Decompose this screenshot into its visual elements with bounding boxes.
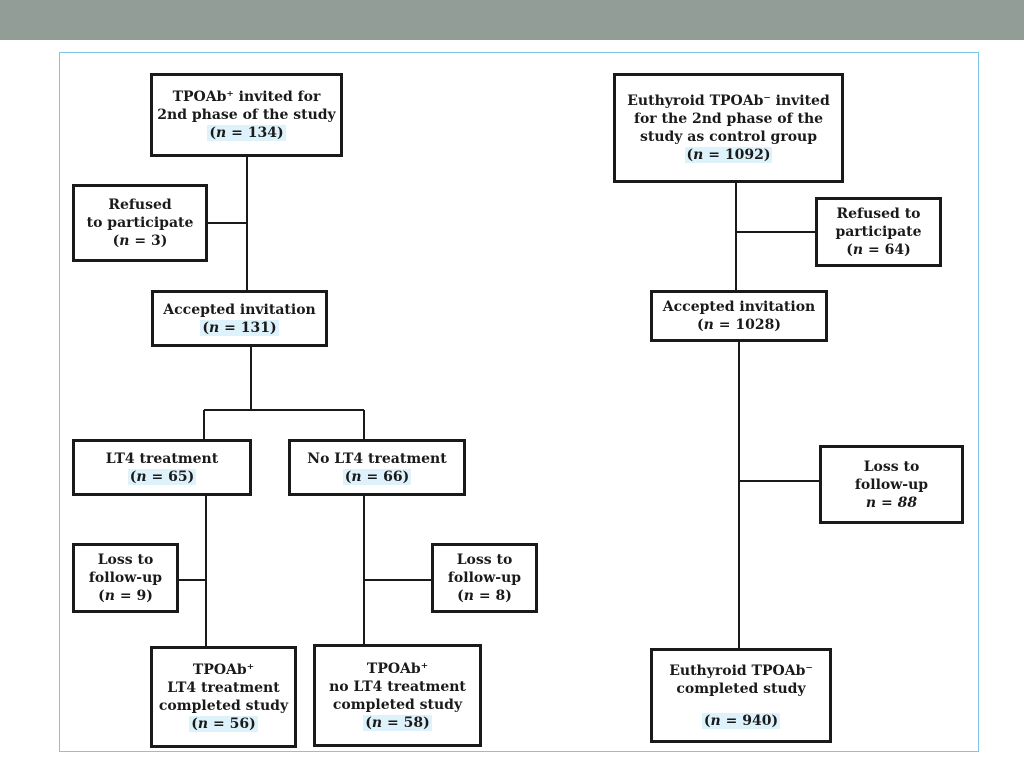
node-completed-euthyroid: Euthyroid TPOAb⁻ completed study (n = 94… <box>650 648 832 743</box>
node-line: Euthyroid TPOAb⁻ invited <box>627 93 830 109</box>
node-completed-no-lt4: TPOAb⁺ no LT4 treatment completed study … <box>313 644 482 747</box>
node-count: (n = 1092) <box>684 147 773 163</box>
node-count: n = 88 <box>865 494 918 511</box>
node-lt4-treatment: LT4 treatment (n = 65) <box>72 439 252 496</box>
node-refused-left: Refused to participate (n = 3) <box>72 184 208 262</box>
node-line: completed study <box>676 680 806 697</box>
node-line: Loss to <box>863 458 920 475</box>
node-tpoab-invited: TPOAb⁺ invited for 2nd phase of the stud… <box>150 73 343 157</box>
node-count: (n = 9) <box>98 588 153 604</box>
slide-top-bar <box>0 0 1024 40</box>
node-loss-right: Loss to follow-up n = 88 <box>819 445 964 524</box>
node-line: completed study <box>158 698 289 714</box>
node-no-lt4-treatment: No LT4 treatment (n = 66) <box>288 439 466 496</box>
node-line: Refused to <box>836 206 921 222</box>
node-count: (n = 8) <box>457 588 512 604</box>
node-refused-right: Refused to participate (n = 64) <box>815 197 942 267</box>
node-loss-left: Loss to follow-up (n = 9) <box>72 543 179 613</box>
node-count: (n = 134) <box>207 125 286 141</box>
node-line: TPOAb⁺ <box>192 662 255 678</box>
node-line: TPOAb⁺ <box>366 660 429 677</box>
node-line: Accepted invitation <box>662 299 816 315</box>
node-accepted-right: Accepted invitation (n = 1028) <box>650 290 828 342</box>
node-line: follow-up <box>854 476 929 493</box>
node-line: 2nd phase of the study <box>157 107 336 123</box>
node-count: (n = 940) <box>701 712 781 729</box>
node-count: (n = 64) <box>846 242 911 258</box>
node-count: (n = 1028) <box>697 317 781 333</box>
node-line: study as control group <box>639 129 818 145</box>
node-count: (n = 65) <box>127 468 197 485</box>
node-completed-lt4: TPOAb⁺ LT4 treatment completed study (n … <box>150 646 297 748</box>
node-line: follow-up <box>88 570 163 586</box>
node-count: (n = 66) <box>342 468 412 485</box>
node-line: no LT4 treatment <box>329 678 466 695</box>
node-loss-mid: Loss to follow-up (n = 8) <box>431 543 538 613</box>
node-count: (n = 56) <box>189 716 258 732</box>
node-line: to participate <box>86 215 194 231</box>
node-line: Euthyroid TPOAb⁻ <box>669 662 813 679</box>
node-line: TPOAb⁺ invited for <box>172 89 321 105</box>
node-line: LT4 treatment <box>105 450 219 467</box>
node-line: Accepted invitation <box>163 301 316 318</box>
node-line: completed study <box>332 696 463 713</box>
node-line: Loss to <box>456 552 513 568</box>
node-line: follow-up <box>447 570 522 586</box>
node-line: Loss to <box>97 552 154 568</box>
node-count: (n = 3) <box>112 233 168 249</box>
node-accepted-left: Accepted invitation (n = 131) <box>151 290 328 347</box>
node-line: No LT4 treatment <box>307 450 447 467</box>
node-line: LT4 treatment <box>167 680 280 696</box>
node-line: participate <box>835 224 922 240</box>
node-line: for the 2nd phase of the <box>633 111 824 127</box>
node-count: (n = 131) <box>200 319 279 336</box>
node-line: Refused <box>108 197 172 213</box>
node-count: (n = 58) <box>363 714 432 731</box>
node-euthyroid-invited: Euthyroid TPOAb⁻ invited for the 2nd pha… <box>613 73 844 183</box>
